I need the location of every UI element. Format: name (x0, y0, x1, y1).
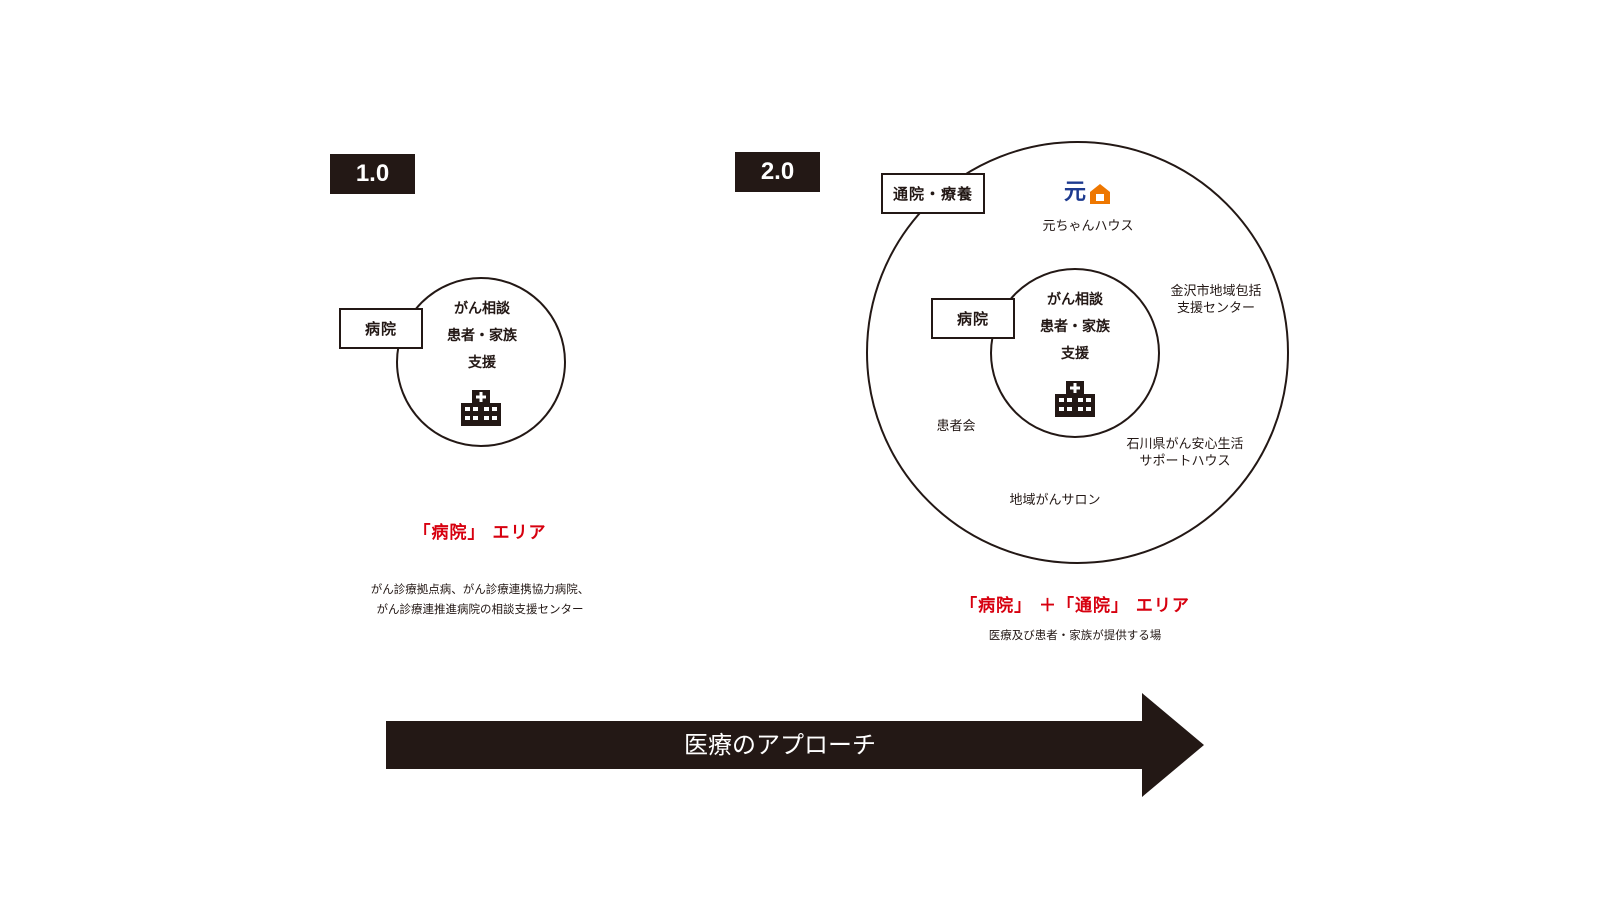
medical-approach-label-text: 医療のアプローチ (684, 731, 876, 759)
house-icon (1090, 184, 1110, 204)
right-inner-text: がん相談 患者・家族 支援 (1029, 287, 1121, 368)
community-salon-label: 地域がんサロン (995, 492, 1115, 509)
version-badge-2-label: 2.0 (760, 158, 795, 185)
hospital-area-description: がん診療拠点病、がん診療連携協力病院、 がん診療連推進病院の相談支援センター (360, 579, 600, 619)
hospital-tag-right-label: 病院 (956, 310, 989, 328)
hospital-area-title-label: 「病院」 エリア (413, 523, 547, 543)
hospital-outpatient-area-title-label: 「病院」 ＋「通院」 エリア (960, 596, 1190, 616)
version-badge-2: 2.0 (735, 152, 820, 192)
hospital-building-icon (461, 390, 501, 426)
right-inner-line-3: 支援 (1061, 346, 1089, 362)
hospital-outpatient-area-title: 「病院」 ＋「通院」 エリア (930, 591, 1220, 616)
ishikawa-support-line-2: サポートハウス (1139, 454, 1231, 469)
hospital-building-icon (1055, 381, 1095, 417)
patients-association-label: 患者会 (926, 418, 986, 435)
left-inner-line-2: 患者・家族 (447, 328, 517, 344)
left-inner-line-1: がん相談 (454, 301, 510, 317)
motochan-house-label: 元ちゃんハウス (1028, 218, 1148, 235)
right-inner-line-2: 患者・家族 (1040, 319, 1110, 335)
medical-approach-arrow (386, 693, 1204, 797)
hospital-outpatient-description: 医療及び患者・家族が提供する場 (965, 625, 1185, 645)
hospital-tag-left: 病院 (339, 308, 423, 349)
left-inner-text: がん相談 患者・家族 支援 (436, 296, 528, 377)
kanazawa-center-line-2: 支援センター (1176, 301, 1255, 316)
ishikawa-support-house-label: 石川県がん安心生活 サポートハウス (1115, 436, 1255, 470)
kanazawa-center-line-1: 金沢市地域包括 (1170, 284, 1262, 299)
kanazawa-center-label: 金沢市地域包括 支援センター (1156, 283, 1276, 317)
motochan-logo-text: 元 (1064, 180, 1087, 205)
hospital-outpatient-description-text: 医療及び患者・家族が提供する場 (988, 628, 1162, 642)
hospital-tag-right: 病院 (931, 298, 1015, 339)
community-salon-label-text: 地域がんサロン (1009, 493, 1101, 508)
medical-approach-label: 医療のアプローチ (600, 728, 960, 762)
outpatient-care-tag: 通院・療養 (881, 173, 985, 214)
patients-association-label-text: 患者会 (936, 419, 976, 434)
left-inner-line-3: 支援 (468, 355, 496, 371)
motochan-house-label-text: 元ちゃんハウス (1042, 219, 1134, 234)
hospital-area-title: 「病院」 エリア (380, 518, 580, 543)
hospital-area-description-line-1: がん診療拠点病、がん診療連携協力病院、 (370, 582, 590, 596)
version-badge-1: 1.0 (330, 154, 415, 194)
hospital-tag-left-label: 病院 (364, 320, 397, 338)
right-inner-line-1: がん相談 (1047, 292, 1103, 308)
ishikawa-support-line-1: 石川県がん安心生活 (1126, 437, 1244, 452)
outpatient-care-tag-label: 通院・療養 (892, 185, 973, 203)
motochan-logo: 元 (1064, 180, 1114, 208)
version-badge-1-label: 1.0 (355, 160, 390, 187)
hospital-area-description-line-2: がん診療連推進病院の相談支援センター (376, 602, 584, 616)
